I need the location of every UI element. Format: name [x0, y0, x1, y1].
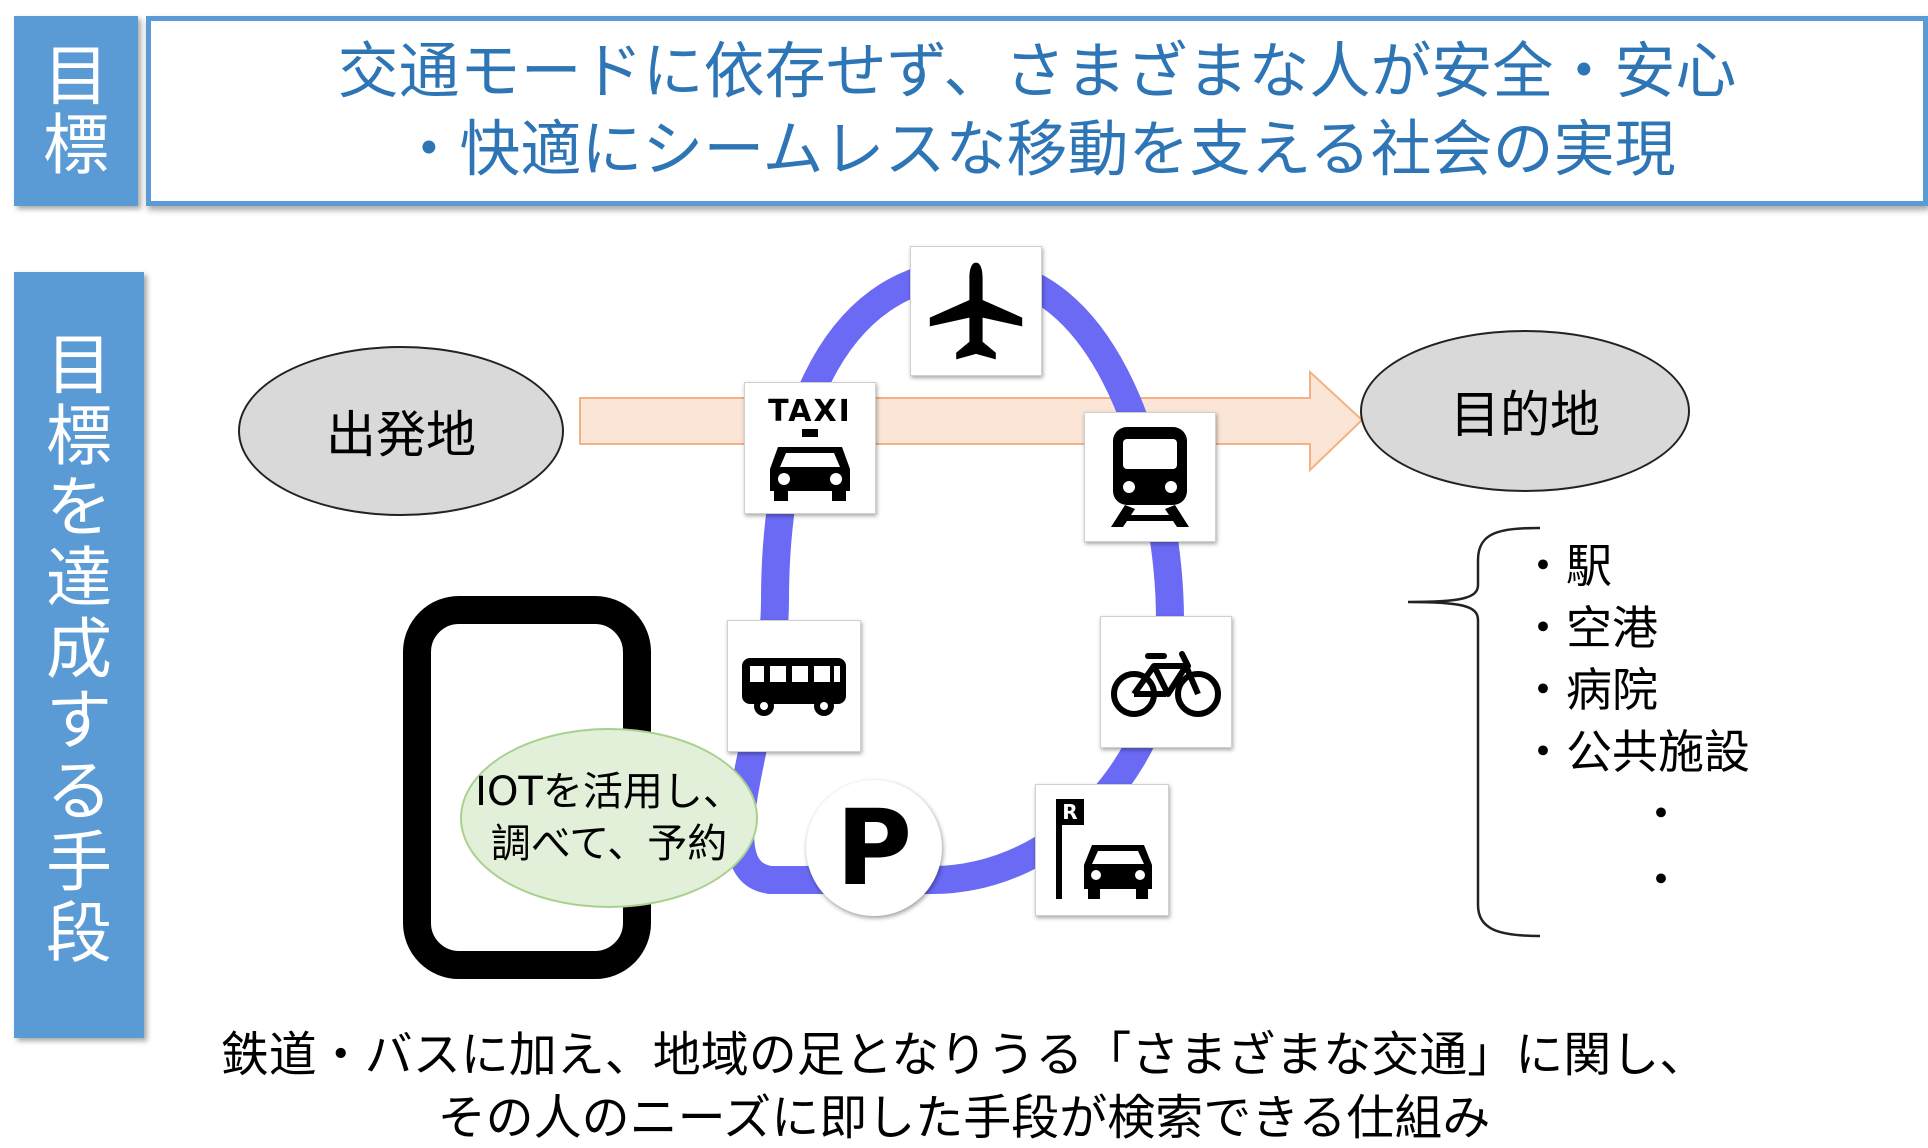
means-label-char: 成	[46, 611, 112, 688]
goal-label-char: 標	[43, 107, 109, 184]
taxi-label: TAXI	[768, 394, 852, 429]
means-label-char: る	[46, 753, 112, 830]
bicycle-icon	[1100, 616, 1232, 748]
destination-example: ・公共施設	[1520, 725, 1750, 779]
destination-examples: ・駅 ・空港 ・病院 ・公共施設 ・ ・	[1520, 535, 1750, 911]
means-label-char: 達	[46, 540, 112, 617]
destination-example: ・	[1638, 853, 1684, 907]
iot-bubble-line: IOTを活用し、	[475, 769, 743, 815]
goal-statement-line: ・快適にシームレスな移動を支える社会の実現	[398, 114, 1676, 185]
goal-statement-box: 交通モードに依存せず、さまざまな人が安全・安心 ・快適にシームレスな移動を支える…	[146, 16, 1928, 206]
destination-example: ・空港	[1520, 601, 1658, 655]
means-label-char: す	[46, 682, 112, 759]
destination-example: ・	[1638, 787, 1684, 841]
airplane-icon	[910, 246, 1042, 376]
parking-label: P	[835, 787, 913, 909]
park-and-ride-icon: R	[1035, 784, 1169, 916]
destination-brace	[1407, 526, 1541, 938]
train-icon	[1084, 412, 1216, 542]
destination-label: 目的地	[1450, 386, 1600, 444]
means-label-char: 目	[46, 327, 112, 404]
origin-ellipse: 出発地	[238, 346, 564, 516]
goal-label: 目 標	[14, 16, 138, 206]
iot-bubble-line: 調べて、予約	[490, 821, 728, 867]
parking-icon: P	[806, 780, 942, 916]
goal-label-char: 目	[43, 37, 109, 115]
park-and-ride-pole	[1056, 799, 1062, 899]
destination-ellipse: 目的地	[1360, 330, 1690, 492]
flow-arrow	[579, 369, 1364, 473]
taxi-icon: TAXI	[744, 382, 876, 514]
means-label: 目 標 を 達 成 す る 手 段	[14, 272, 144, 1038]
destination-example: ・病院	[1520, 663, 1658, 717]
park-and-ride-label: R	[1062, 800, 1078, 824]
means-label-char: 段	[46, 895, 112, 972]
destination-example: ・駅	[1520, 539, 1612, 593]
bottom-text-line: その人のニーズに即した手段が検索できる仕組み	[437, 1090, 1491, 1146]
origin-label: 出発地	[326, 406, 476, 464]
bus-icon	[727, 620, 861, 752]
means-label-char: を	[46, 469, 112, 546]
means-label-char: 標	[46, 398, 112, 475]
goal-statement-line: 交通モードに依存せず、さまざまな人が安全・安心	[337, 36, 1737, 107]
means-label-char: 手	[46, 824, 112, 901]
iot-bubble: IOTを活用し、 調べて、予約	[460, 728, 758, 908]
bottom-text-line: 鉄道・バスに加え、地域の足となりうる「さまざまな交通」に関し、	[220, 1027, 1708, 1083]
